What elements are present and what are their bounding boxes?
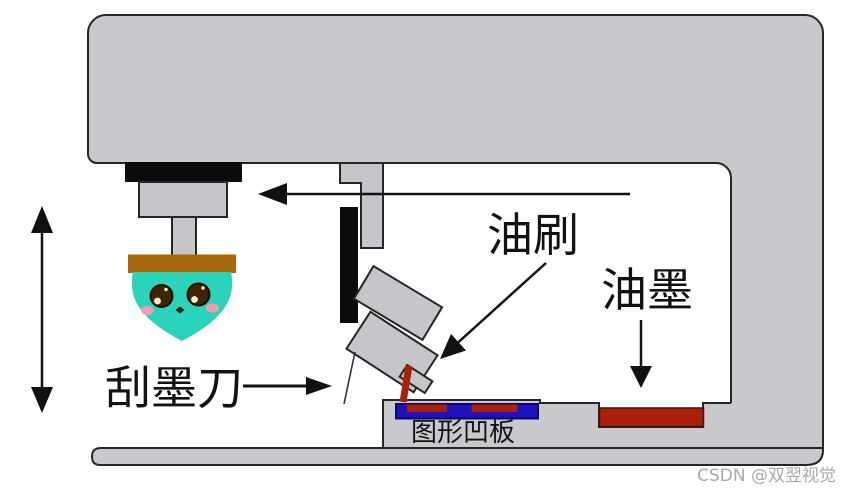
frame-body — [88, 15, 823, 448]
arrowhead-down2 — [630, 366, 652, 388]
left-eye-highlight — [154, 297, 161, 305]
plate-ink-cell-right — [471, 404, 518, 412]
ink-pool — [598, 407, 705, 428]
head-mount-black — [125, 162, 242, 182]
squeegee-blade — [343, 351, 356, 405]
mouth — [175, 306, 185, 314]
vertical-double-arrow — [31, 206, 53, 413]
engraved-plate — [395, 403, 539, 420]
plate-ink-cell-left — [407, 404, 447, 412]
base-outline — [90, 447, 824, 466]
frame-outline-inner — [87, 153, 732, 403]
right-eye — [186, 282, 211, 307]
label-plate: 图形凹板 — [411, 418, 515, 448]
hanger-bracket — [339, 162, 384, 249]
brush-arm-block — [352, 264, 444, 342]
watermark-text: CSDN @双翌视觉 — [697, 466, 836, 486]
arrowhead-down — [31, 387, 53, 413]
carriage-black-bar — [340, 207, 358, 323]
frame-outline-outer — [87, 14, 824, 448]
brush-assembly — [343, 264, 444, 405]
head-stem — [171, 216, 197, 257]
left-eye-sparkle — [164, 287, 168, 292]
label-squeegee: 刮墨刀 — [105, 361, 243, 415]
brush-bristles-ink — [399, 365, 413, 403]
label-brush: 油刷 — [487, 208, 579, 262]
arrowhead-up — [31, 206, 53, 233]
print-head — [125, 162, 242, 341]
left-blush — [141, 306, 154, 315]
pad-cap-brown — [128, 254, 236, 273]
squeegee-arrow — [243, 377, 332, 395]
head-block — [138, 181, 228, 218]
arrowhead-left — [258, 183, 287, 205]
carriage-travel-arrow — [258, 183, 630, 205]
pad-face — [141, 282, 219, 315]
label-ink: 油墨 — [601, 263, 693, 317]
arrows — [31, 183, 652, 413]
base-platform — [92, 448, 823, 465]
brush-arrow — [440, 262, 547, 359]
left-eye — [149, 284, 174, 308]
right-eye-highlight — [191, 296, 198, 303]
arrowhead-downleft — [440, 334, 466, 359]
right-eye-sparkle — [201, 286, 205, 290]
ink-arrow — [630, 320, 652, 388]
right-blush — [206, 303, 219, 313]
carriage — [339, 162, 384, 323]
arrowhead-right — [306, 377, 332, 395]
